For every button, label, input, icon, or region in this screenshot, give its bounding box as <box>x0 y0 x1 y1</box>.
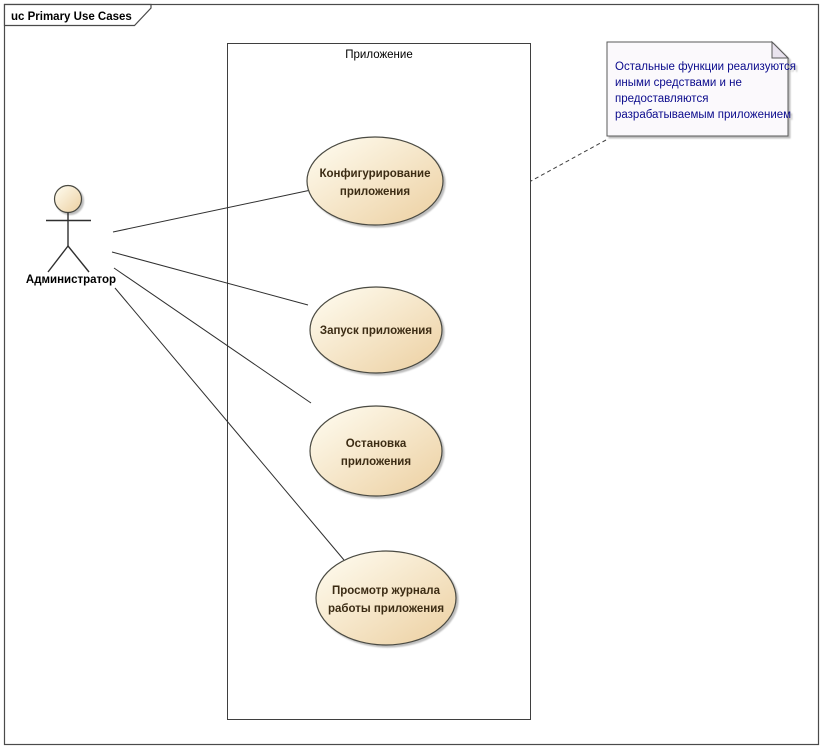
usecase-viewlog-label-line2: работы приложения <box>328 603 444 615</box>
usecase-configure-ellipse <box>306 136 444 226</box>
note-text-line4: разрабатываемым приложением <box>615 109 791 121</box>
note-shape <box>606 41 789 137</box>
usecase-viewlog-ellipse <box>315 550 457 646</box>
system-boundary-title: Приложение <box>345 49 412 61</box>
note-link-dashed-line <box>530 139 607 182</box>
usecase-configure-label-line2: приложения <box>340 186 410 198</box>
usecase-configure-label-line1: Конфигурирование <box>319 168 430 180</box>
usecase-viewlog[interactable]: Просмотр журнала работы приложения <box>315 550 457 646</box>
association-admin-configure <box>112 189 312 233</box>
usecase-configure[interactable]: Конфигурирование приложения <box>306 136 444 226</box>
note-text-line1: Остальные функции реализуются <box>615 61 796 73</box>
association-admin-viewlog <box>114 287 345 561</box>
frame-tab-label: uc Primary Use Cases <box>11 11 132 23</box>
frame-tab <box>3 3 152 27</box>
association-admin-start <box>111 251 309 306</box>
usecase-stop-ellipse <box>309 405 443 497</box>
diagram-frame-border <box>3 3 820 746</box>
note-text-line3: предоставляются <box>615 93 708 105</box>
actor-label: Администратор <box>26 274 116 286</box>
actor-leg-left <box>47 245 69 273</box>
note-text-line2: иными средствами и не <box>615 77 742 89</box>
usecase-start-ellipse <box>309 286 443 374</box>
usecase-start-label-line1: Запуск приложения <box>320 325 432 337</box>
note-fold-icon <box>771 40 790 59</box>
usecase-stop[interactable]: Остановка приложения <box>309 405 443 497</box>
association-admin-stop <box>113 267 312 404</box>
note[interactable]: Остальные функции реализуются иными сред… <box>606 40 796 137</box>
usecase-viewlog-label-line1: Просмотр журнала <box>332 585 441 597</box>
actor-head <box>53 184 83 214</box>
actor-administrator[interactable]: Администратор <box>26 184 116 287</box>
usecase-stop-label-line2: приложения <box>341 456 411 468</box>
usecase-stop-label-line1: Остановка <box>346 438 407 450</box>
actor-leg-right <box>67 245 90 273</box>
usecase-start[interactable]: Запуск приложения <box>309 286 443 374</box>
